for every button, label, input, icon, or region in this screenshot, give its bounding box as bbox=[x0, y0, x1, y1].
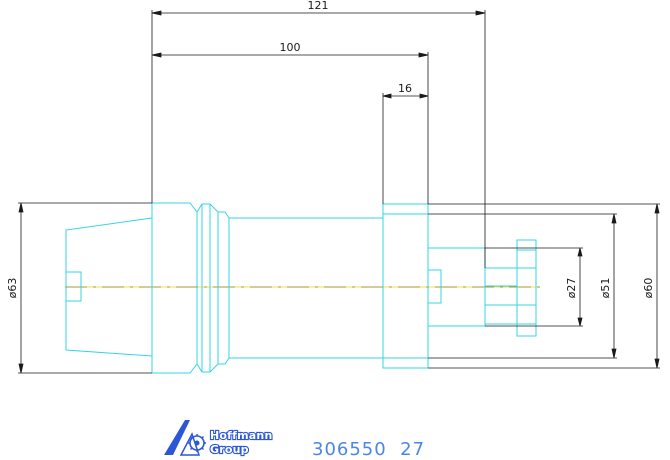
dim-flange-16: 16 bbox=[398, 82, 412, 95]
v-groove bbox=[196, 203, 219, 213]
shank bbox=[228, 217, 384, 359]
dim-dia-27: ø27 bbox=[565, 278, 578, 299]
hoffmann-group-logo bbox=[164, 420, 206, 456]
flange bbox=[382, 203, 429, 369]
dim-length-121: 121 bbox=[308, 0, 329, 12]
dim-dia-51: ø51 bbox=[599, 278, 612, 299]
dimensions bbox=[18, 10, 660, 374]
brand-name-line1: Hoffmann bbox=[210, 429, 272, 442]
clamp-ring bbox=[151, 202, 198, 374]
taper-slot bbox=[66, 271, 82, 302]
part-number: 306550 27 bbox=[312, 439, 425, 460]
flange-slot bbox=[428, 269, 442, 304]
locking-nut bbox=[516, 239, 537, 337]
shoulder bbox=[217, 211, 230, 365]
tool-holder-outline bbox=[65, 202, 537, 374]
v-groove-bottom bbox=[196, 363, 219, 373]
dim-dia-60: ø60 bbox=[642, 278, 655, 299]
cutter-mount bbox=[484, 267, 518, 325]
dim-dia-63: ø63 bbox=[6, 278, 19, 299]
dim-length-100: 100 bbox=[280, 41, 301, 54]
brand-name-line2: Group bbox=[210, 443, 249, 456]
